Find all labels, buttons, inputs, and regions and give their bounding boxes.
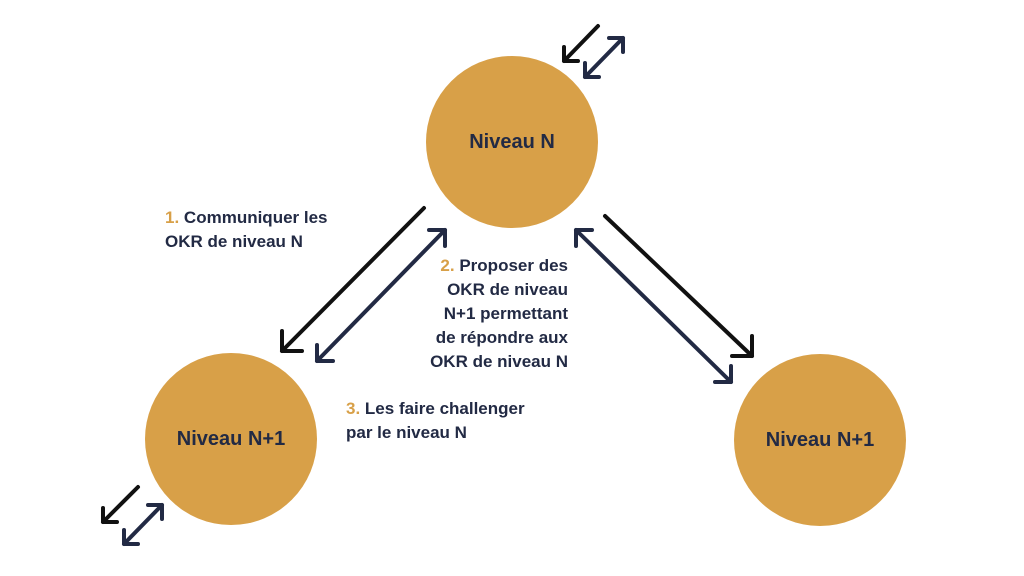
step-2-text: 2. Proposer des OKR de niveau N+1 permet… [346,254,568,374]
arrow-top-incoming [562,24,600,63]
step-2-number: 2. [440,256,455,275]
step-2-line-4: de répondre aux [435,328,568,347]
node-level-n-plus-1-left-label: Niveau N+1 [176,427,286,450]
node-level-n: Niveau N [426,56,598,228]
arrow-top-left-bidirectional [315,228,447,363]
step-2-line-2: OKR de niveau [447,280,568,299]
arrow-top-right-bidirectional [574,228,733,384]
node-level-n-plus-1-left: Niveau N+1 [145,353,317,525]
arrow-top-bidirectional-small [583,36,625,79]
node-level-n-plus-1-right-label: Niveau N+1 [765,428,875,451]
arrow-left-bidirectional-small [122,503,164,546]
step-1-number: 1. [165,208,180,227]
step-3-text: 3. Les faire challenger par le niveau N [346,397,525,445]
step-2-line-5: OKR de niveau N [430,352,568,371]
arrow-left-incoming [101,485,140,524]
step-2-line-1: Proposer des [459,256,568,275]
step-1-line-2: OKR de niveau N [165,232,303,251]
arrow-top-to-right [603,214,754,358]
step-1-text: 1. Communiquer les OKR de niveau N [165,206,328,254]
step-2-line-3: N+1 permettant [443,304,568,323]
step-3-number: 3. [346,399,361,418]
node-level-n-plus-1-right: Niveau N+1 [734,354,906,526]
step-3-line-1: Les faire challenger [364,399,525,418]
step-1-line-1: Communiquer les [183,208,328,227]
node-level-n-label: Niveau N [469,130,555,153]
arrow-top-to-left [280,206,426,353]
step-3-line-2: par le niveau N [346,423,467,442]
